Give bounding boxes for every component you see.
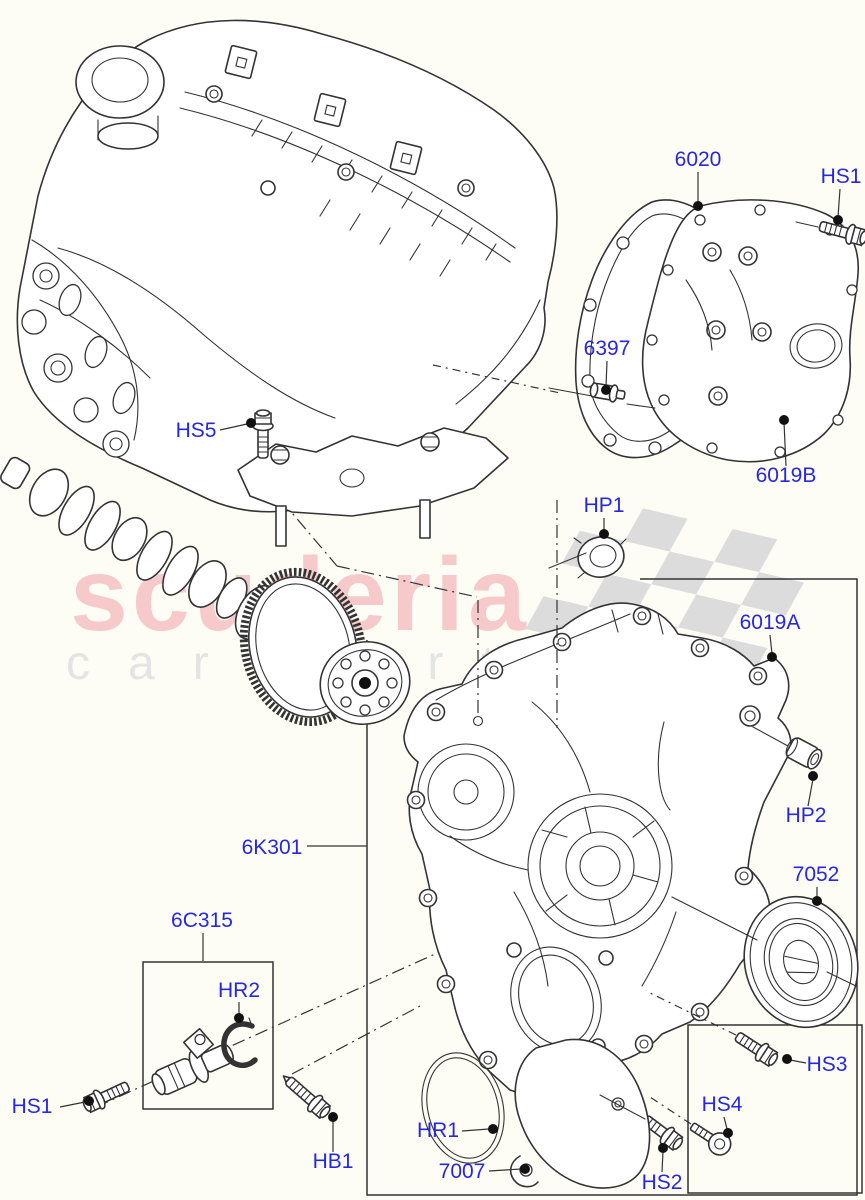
callout-dots <box>84 201 843 1174</box>
bolt-group-box <box>687 1024 863 1194</box>
callout-7007-label: 7007 <box>439 1160 486 1183</box>
part-bolt-hb1 <box>282 1075 332 1119</box>
callout-hs2-label: HS2 <box>642 1171 683 1194</box>
part-engine-assembly <box>16 19 558 547</box>
callout-hp1-label: HP1 <box>584 494 625 517</box>
part-plug-hp2 <box>785 737 823 770</box>
callout-6397-label: 6397 <box>584 337 631 360</box>
part-seal-7052 <box>743 895 859 1029</box>
callout-6k301-label: 6K301 <box>242 836 303 859</box>
callout-6c315-label: 6C315 <box>171 909 233 932</box>
callout-labels: 6020 HS1 6397 6019B HS5 HP1 6019A HP2 6K… <box>12 148 862 1194</box>
callout-6019a-label: 6019A <box>740 611 801 634</box>
part-bolt-hs5 <box>252 409 274 459</box>
callout-hs5-label: HS5 <box>176 419 217 442</box>
callout-hr1-label: HR1 <box>417 1119 459 1142</box>
callout-hs4-label: HS4 <box>702 1093 743 1116</box>
part-bolt-hs4 <box>689 1122 732 1156</box>
part-camshaft <box>0 456 411 727</box>
part-clip-hr2 <box>221 1017 258 1069</box>
part-timing-cover-6k301 <box>403 602 792 1095</box>
callout-hs3-label: HS3 <box>807 1053 848 1076</box>
callout-hp2-label: HP2 <box>786 804 827 827</box>
part-plug-hp1 <box>573 536 627 579</box>
part-oring-hr1 <box>421 1052 505 1164</box>
callout-hs1-bottom-label: HS1 <box>12 1095 53 1118</box>
part-cover-6019b <box>641 199 860 463</box>
callout-leaders <box>59 172 841 1173</box>
callout-7052-label: 7052 <box>793 863 840 886</box>
part-sensor-6c315 <box>151 1027 234 1096</box>
assembly-lines-front <box>336 221 857 1125</box>
callout-hs1-top-label: HS1 <box>821 165 862 188</box>
part-bolt-hs3 <box>734 1032 779 1067</box>
part-pump-cover-7007 <box>509 1038 651 1189</box>
callout-6020-label: 6020 <box>675 148 722 171</box>
callout-6019b-label: 6019B <box>756 464 817 487</box>
part-bolt-hs1-top <box>818 221 865 247</box>
callout-hr2-label: HR2 <box>218 979 260 1002</box>
sensor-group-box <box>142 961 274 1110</box>
main-group-box <box>366 578 858 1196</box>
callout-hb1-label: HB1 <box>313 1150 354 1173</box>
